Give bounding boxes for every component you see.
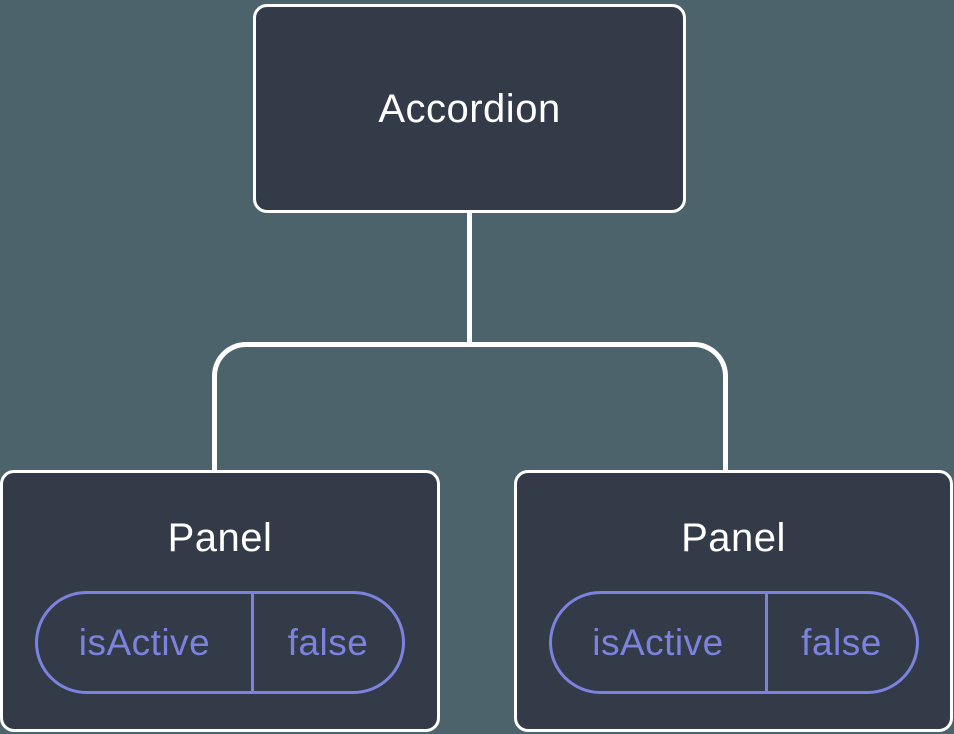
node-label: Panel [681,516,786,560]
node-label: Accordion [378,86,561,131]
component-node-panel-right: Panel isActive false [514,470,953,732]
state-pill: isActive false [35,591,405,694]
state-value-cell: false [287,621,369,663]
component-node-accordion: Accordion [253,4,686,213]
node-label: Panel [167,516,273,560]
state-key-cell: isActive [38,594,254,691]
connector-arch [212,342,728,470]
connector-stem [467,212,472,345]
state-value-cell: false [801,621,882,663]
state-key-cell: isActive [552,594,768,691]
state-pill: isActive false [548,591,919,694]
component-node-panel-left: Panel isActive false [0,470,440,732]
